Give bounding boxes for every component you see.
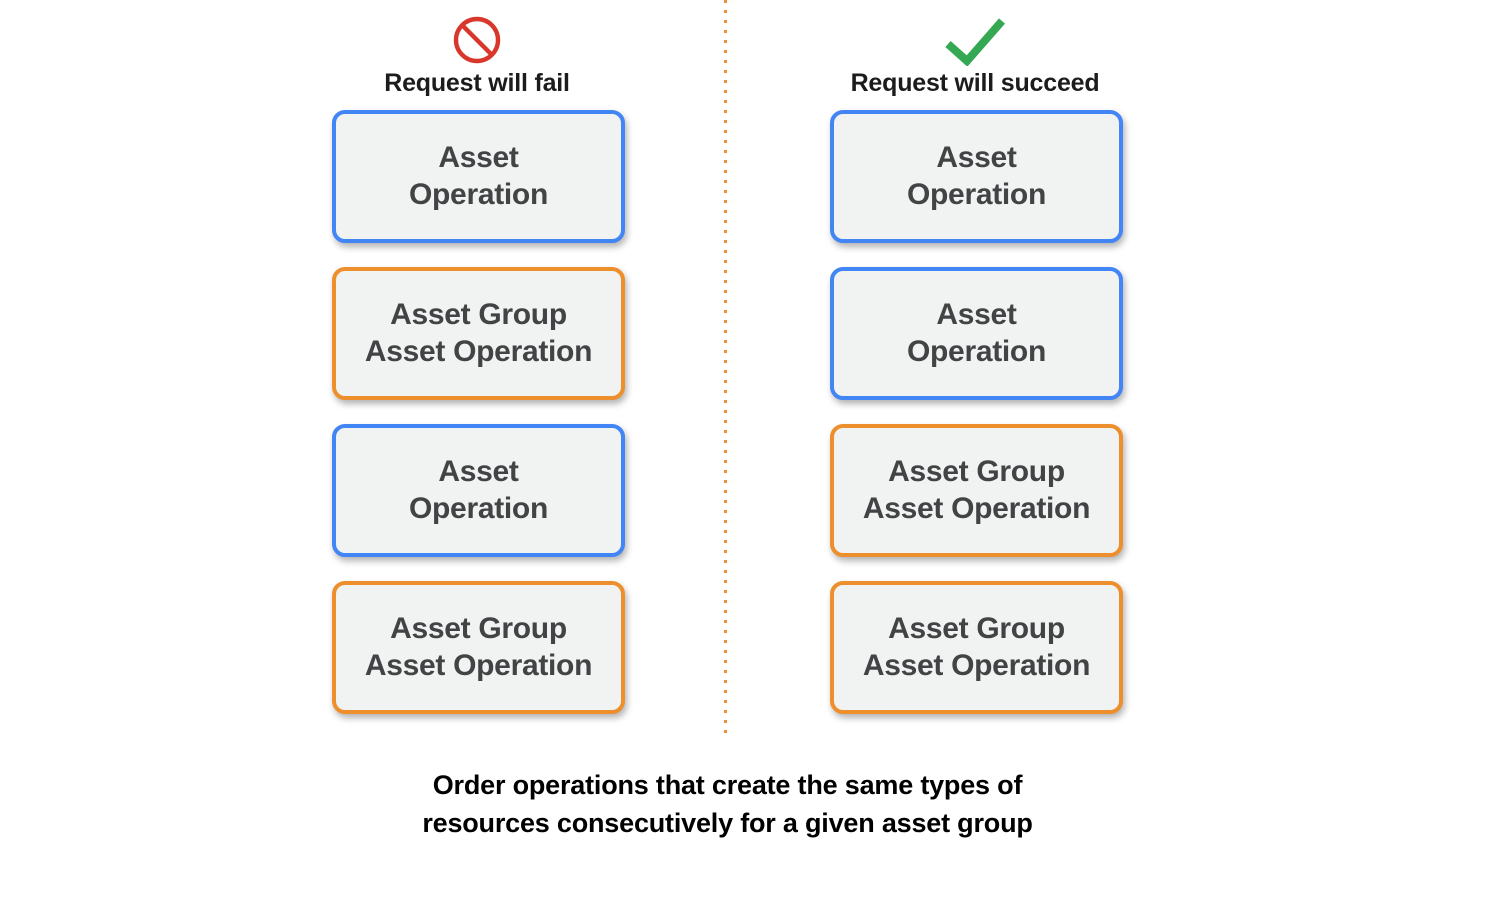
card-asset-group-asset-operation: Asset Group Asset Operation <box>332 581 625 714</box>
card-asset-operation: Asset Operation <box>332 110 625 243</box>
card-asset-group-asset-operation: Asset Group Asset Operation <box>830 424 1123 557</box>
column-title-fail: Request will fail <box>384 69 570 97</box>
card-line: Asset <box>936 297 1017 331</box>
column-title-succeed: Request will succeed <box>850 69 1100 97</box>
card-line: Asset Operation <box>862 491 1091 525</box>
card-line: Asset <box>936 140 1017 174</box>
card-line: Asset Group <box>888 611 1065 645</box>
column-header-fail: Request will fail <box>277 12 677 98</box>
prohibition-icon <box>277 12 677 68</box>
card-line: Asset Group <box>390 611 567 645</box>
card-asset-operation: Asset Operation <box>830 110 1123 243</box>
diagram-caption: Order operations that create the same ty… <box>0 766 1455 843</box>
card-asset-operation: Asset Operation <box>830 267 1123 400</box>
card-line: Asset Operation <box>862 648 1091 682</box>
checkmark-icon <box>775 12 1175 68</box>
card-stack-succeed: Asset Operation Asset Operation Asset Gr… <box>830 110 1125 714</box>
card-line: Asset Operation <box>364 648 593 682</box>
card-line: Asset <box>438 454 519 488</box>
card-stack-fail: Asset Operation Asset Group Asset Operat… <box>332 110 627 714</box>
card-asset-group-asset-operation: Asset Group Asset Operation <box>830 581 1123 714</box>
card-line: Operation <box>907 177 1046 211</box>
card-line: Operation <box>409 491 548 525</box>
card-line: Asset Group <box>888 454 1065 488</box>
caption-line-1: Order operations that create the same ty… <box>432 770 1023 800</box>
card-line: Operation <box>409 177 548 211</box>
card-asset-group-asset-operation: Asset Group Asset Operation <box>332 267 625 400</box>
card-line: Asset Operation <box>364 334 593 368</box>
caption-line-2: resources consecutively for a given asse… <box>422 808 1033 839</box>
column-request-will-fail: Request will fail Asset Operation Asset … <box>277 0 677 737</box>
column-request-will-succeed: Request will succeed Asset Operation Ass… <box>775 0 1175 737</box>
vertical-dotted-divider <box>724 0 727 737</box>
column-header-succeed: Request will succeed <box>775 12 1175 98</box>
card-asset-operation: Asset Operation <box>332 424 625 557</box>
card-line: Asset Group <box>390 297 567 331</box>
card-line: Asset <box>438 140 519 174</box>
card-line: Operation <box>907 334 1046 368</box>
